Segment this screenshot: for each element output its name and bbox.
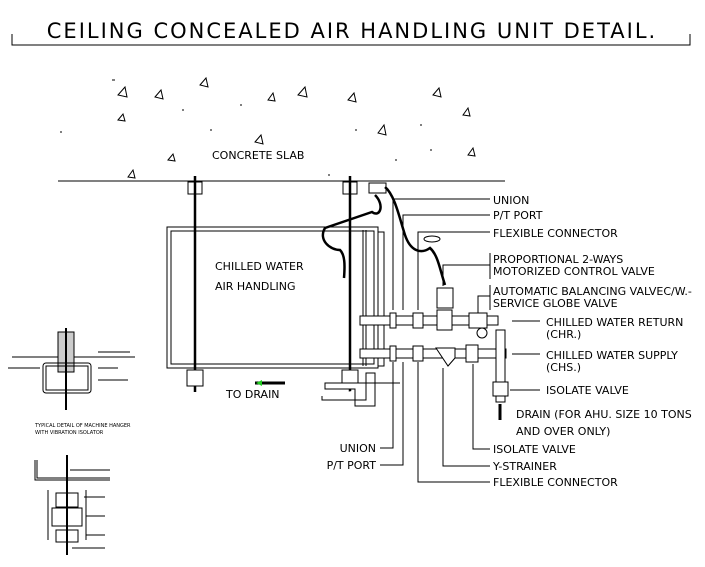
label-bottom-isolate: ISOLATE VALVE <box>493 443 576 456</box>
unit-label-line1: CHILLED WATER <box>215 260 304 273</box>
supply-riser <box>495 329 506 403</box>
leader-lines-right <box>380 198 540 483</box>
coil-header <box>362 230 385 367</box>
label-chs: (CHS.) <box>546 361 581 374</box>
concrete-slab-hatch <box>60 76 476 179</box>
drain-arrow-icon <box>256 380 262 386</box>
supply-isolate-valve <box>465 344 479 363</box>
label-bottom-flex: FLEXIBLE CONNECTOR <box>493 476 618 489</box>
title-underline <box>11 34 691 46</box>
label-balancing-valve-2: SERVICE GLOBE VALVE <box>493 297 618 310</box>
drawing-title: CEILING CONCEALED AIR HANDLING UNIT DETA… <box>47 19 657 43</box>
ahu-casing <box>166 226 379 369</box>
condensate-drain-pipe <box>321 372 400 407</box>
control-wire <box>384 186 447 286</box>
label-control-valve-2: MOTORIZED CONTROL VALVE <box>493 265 655 278</box>
label-pt-port: P/T PORT <box>493 209 543 222</box>
label-bottom-union: UNION <box>340 442 376 455</box>
sensor-wire <box>321 194 382 279</box>
thermostat-box <box>368 182 387 194</box>
return-pipe <box>359 287 499 339</box>
supply-pipe <box>359 329 509 403</box>
label-control-valve-1: PROPORTIONAL 2-WAYS <box>493 253 623 266</box>
label-bottom-strainer: Y-STRAINER <box>492 460 557 473</box>
label-drain-2: AND OVER ONLY) <box>516 425 610 438</box>
label-balancing-valve-1: AUTOMATIC BALANCING VALVEC/W.- <box>493 285 692 298</box>
label-flexible-connector: FLEXIBLE CONNECTOR <box>493 227 618 240</box>
drain-isolate-valve <box>492 381 509 397</box>
sensor-icon <box>423 235 441 243</box>
detail-caption-1: TYPICAL DETAIL OF MACHINE HANGER <box>34 423 131 429</box>
y-strainer <box>435 347 456 367</box>
detail-caption-2: WITH VIBRATION ISOLATOR <box>35 430 104 436</box>
slab-label: CONCRETE SLAB <box>212 149 304 162</box>
hanger-rods <box>186 176 359 392</box>
label-chr: (CHR.) <box>546 328 581 341</box>
label-isolate-valve: ISOLATE VALVE <box>546 384 629 397</box>
label-drain-1: DRAIN (FOR AHU. SIZE 10 TONS <box>516 408 692 421</box>
unit-label-line2: AIR HANDLING <box>215 280 296 293</box>
label-chw-return: CHILLED WATER RETURN <box>546 316 683 329</box>
ahu-casing-inner <box>170 230 375 365</box>
label-union: UNION <box>493 194 529 207</box>
motorized-valve-actuator <box>436 287 454 309</box>
drain-label: TO DRAIN <box>225 388 280 401</box>
control-valve-body <box>436 309 453 331</box>
label-bottom-pt-port: P/T PORT <box>327 459 377 472</box>
balancing-valve <box>468 312 488 329</box>
hanger-detail <box>8 328 135 555</box>
label-chw-supply: CHILLED WATER SUPPLY <box>546 349 678 362</box>
